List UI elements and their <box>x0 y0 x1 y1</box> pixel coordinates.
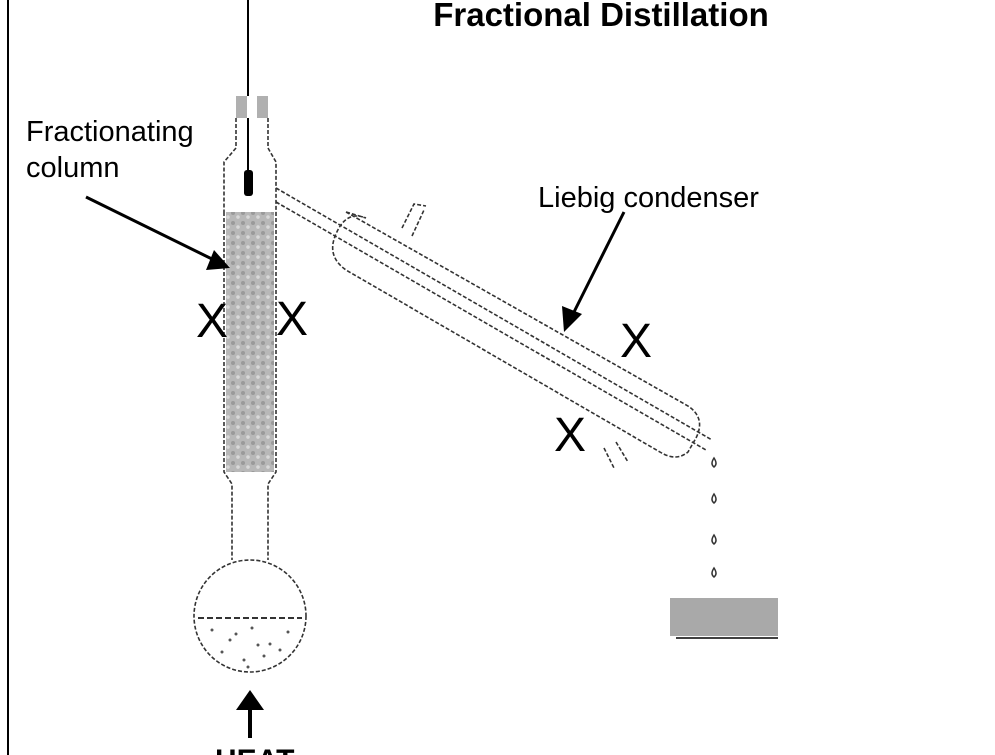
condenser-water-inlet <box>603 441 629 469</box>
liebig-condenser <box>331 203 701 469</box>
heat-arrow <box>236 690 264 738</box>
column-packing <box>226 212 274 472</box>
x-mark-column-right: X <box>276 293 308 346</box>
condenser-arrow <box>562 211 626 332</box>
x-mark-condenser-bottom: X <box>554 409 586 462</box>
fractionating-column-label-line2: column <box>26 152 120 184</box>
side-arm <box>275 187 713 451</box>
column-arrow <box>85 195 230 270</box>
collecting-vessel <box>670 598 778 636</box>
fractionating-column-label-line1: Fractionating <box>26 116 194 148</box>
fractionating-column <box>223 212 277 560</box>
diagram-title: Fractional Distillation <box>433 0 769 33</box>
x-mark-condenser-top: X <box>620 315 652 368</box>
thermometer <box>244 0 253 196</box>
liebig-condenser-label: Liebig condenser <box>538 182 759 214</box>
stopper <box>236 96 268 118</box>
still-head <box>223 118 277 212</box>
x-mark-column-left: X <box>196 295 228 348</box>
condensate-drops <box>711 456 717 578</box>
condenser-water-outlet <box>401 203 427 237</box>
round-bottom-flask <box>193 559 307 673</box>
heat-label: HEAT <box>215 744 294 755</box>
